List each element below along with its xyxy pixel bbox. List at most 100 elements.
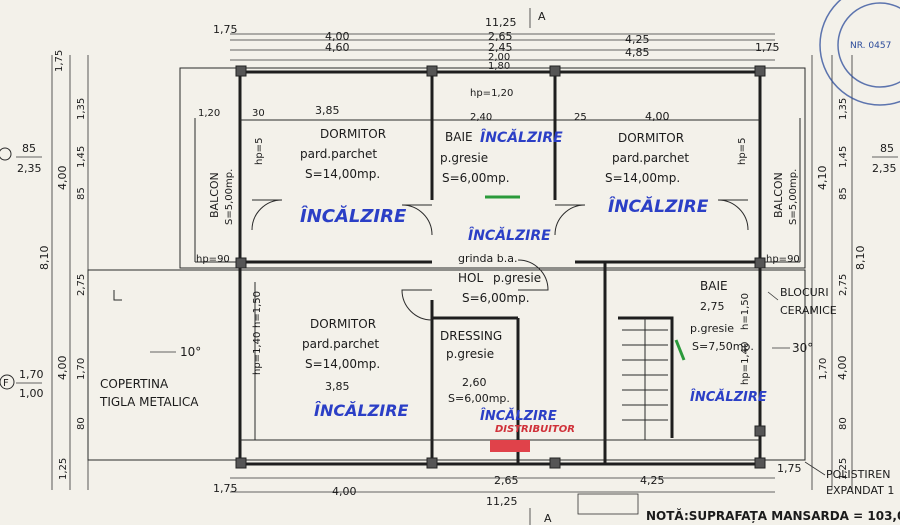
dim-right-145: 1,45: [838, 146, 849, 168]
dim-top-edge-right: 1,75: [755, 41, 780, 54]
room-width: 2,75: [700, 300, 725, 313]
dim-top-right-outer: 4,25: [625, 33, 650, 46]
dim-left-overall: 8,10: [38, 246, 51, 271]
room-name: BALCON: [208, 172, 221, 218]
column: [549, 65, 561, 77]
left-zone: h=1,50 hp=1,40 COPERTINA TIGLA METALICA …: [99, 290, 263, 409]
dim-left-135: 1,35: [76, 98, 87, 120]
room-area: S=14,00mp.: [605, 171, 680, 185]
dimensions-top: 11,25 1,75 1,75 4,00 4,60 2,65 2,45 2,00…: [213, 16, 780, 72]
staircase: [622, 318, 668, 440]
dim-top-center-c: 2,00: [488, 52, 510, 63]
dim-right-275: 2,75: [838, 274, 849, 296]
dim-right-overall: 8,10: [854, 246, 867, 271]
column: [235, 65, 247, 77]
room-width: 4,00: [645, 110, 670, 123]
dim-top-edge-left: 1,75: [213, 23, 238, 36]
level-left-f-low: 1,00: [19, 387, 44, 400]
level-left-f: 1,70: [19, 368, 44, 381]
dimensions-right: 8,10 4,10 4,00 1,35 1,45 85 2,75 1,70 80…: [811, 55, 898, 490]
room-area: S=7,50mp.: [692, 340, 754, 353]
dim-right-135: 1,35: [838, 98, 849, 120]
dim-top-overall: 11,25: [485, 16, 517, 29]
dim-top-center-b: 2,45: [488, 41, 513, 54]
door-swings: [251, 199, 749, 321]
copertina-label: COPERTINA: [100, 377, 169, 391]
axis-marker-f: F: [3, 378, 9, 389]
dim-bottom-right: 4,25: [640, 474, 665, 487]
room-name: BAIE: [445, 130, 473, 144]
column: [426, 457, 438, 469]
tigla-label: TIGLA METALICA: [99, 395, 199, 409]
room-dim-inner: 30: [252, 108, 265, 119]
room-hp: hp=1,20: [470, 88, 513, 99]
column: [754, 65, 766, 77]
area-note: NOTĂ:SUPRAFAȚA MANSARDA = 103,00mp.: [577, 493, 900, 523]
slope-left: 10°: [180, 345, 201, 359]
balcony-west: BALCON S=5,00mp. hp=5 hp=90: [196, 138, 265, 265]
heating-label-dressing: ÎNCĂLZIRE: [480, 408, 557, 424]
expandat-label: EXPANDAT 1: [826, 484, 894, 497]
room-hol: grinda b.a. HOL p.gresie S=6,00mp.: [458, 252, 541, 305]
room-hp: hp=5: [254, 138, 265, 165]
dim-right-85: 85: [838, 187, 849, 200]
axis-a-bottom: A: [544, 512, 552, 525]
slope-right: 30°: [792, 341, 813, 355]
official-stamp: NR. 0457: [819, 0, 900, 106]
hp-90-right: hp=90: [766, 254, 800, 265]
room-floor: p.gresie: [446, 347, 494, 361]
dim-left-upper: 4,00: [56, 166, 69, 191]
dim-left-170: 1,70: [76, 358, 87, 380]
heating-label-dormitor-ne: ÎNCĂLZIRE: [608, 195, 709, 217]
level-left-top-a: 85: [22, 142, 36, 155]
level-left-top-b: 2,35: [17, 162, 42, 175]
room-area: S=5,00mp.: [788, 169, 799, 225]
column: [754, 257, 766, 269]
dim-left-125: 1,25: [58, 458, 69, 480]
dim-right-170: 1,70: [818, 358, 829, 380]
dim-left-175: 1,75: [54, 50, 65, 72]
level-labels-left: 85 2,35 F 1,70 1,00: [0, 142, 44, 400]
room-width: 3,85: [325, 380, 350, 393]
room-h: h=1,50: [740, 293, 751, 330]
dim-bottom-left: 4,00: [332, 485, 357, 498]
room-name: BAIE: [700, 279, 728, 293]
room-baie-e: BAIE 2,75 p.gresie S=7,50mp. hp=1,40 h=1…: [690, 279, 754, 385]
room-hp: hp=1,40: [740, 342, 751, 385]
green-markings: [485, 195, 686, 361]
dimensions-bottom: 1,75 4,00 2,65 4,25 11,25 1,75 A: [213, 462, 802, 525]
room-floor: p.gresie: [493, 271, 541, 285]
room-name: DORMITOR: [320, 127, 386, 141]
dim-left-275: 2,75: [76, 274, 87, 296]
column: [235, 457, 247, 469]
room-note: grinda b.a.: [458, 252, 517, 265]
column: [549, 457, 561, 469]
distributor-label: DISTRIBUITOR: [495, 424, 575, 435]
room-dormitor-sw: DORMITOR pard.parchet S=14,00mp. 3,85: [302, 317, 380, 393]
column: [754, 425, 766, 437]
column: [754, 457, 766, 469]
room-name: DORMITOR: [618, 131, 684, 145]
column: [235, 257, 247, 269]
dimensions-left: 8,10 4,00 4,00 1,75 1,35 1,45 85 2,75 1,…: [38, 50, 89, 490]
dim-bottom-edge-right: 1,75: [777, 462, 802, 475]
dim-top-left-inner: 4,60: [325, 41, 350, 54]
room-area: S=5,00mp.: [224, 169, 235, 225]
room-area: S=14,00mp.: [305, 357, 380, 371]
right-zone: BLOCURI CERAMICE 30° POLISTIREN EXPANDAT…: [767, 286, 894, 497]
room-area: S=6,00mp.: [442, 171, 510, 185]
dim-left-lower: 4,00: [56, 356, 69, 381]
room-floor: p.gresie: [440, 151, 488, 165]
room-dim-l: 1,20: [198, 108, 220, 119]
axis-marker-top: A: [529, 8, 546, 28]
hp-140-label: hp=1,40: [252, 332, 263, 375]
hp-90-left: hp=90: [196, 254, 230, 265]
room-width: 3,85: [315, 104, 340, 117]
room-width: 2,40: [470, 112, 492, 123]
room-baie-n: BAIE p.gresie S=6,00mp. hp=1,20 2,40: [440, 88, 513, 185]
dim-left-85: 85: [76, 187, 87, 200]
room-floor: p.gresie: [690, 322, 734, 335]
dim-right-lower: 4,00: [836, 356, 849, 381]
room-dressing: DRESSING p.gresie 2,60 S=6,00mp.: [440, 329, 510, 405]
balcony-east: BALCON S=5,00mp. hp=5 hp=90: [737, 138, 800, 265]
